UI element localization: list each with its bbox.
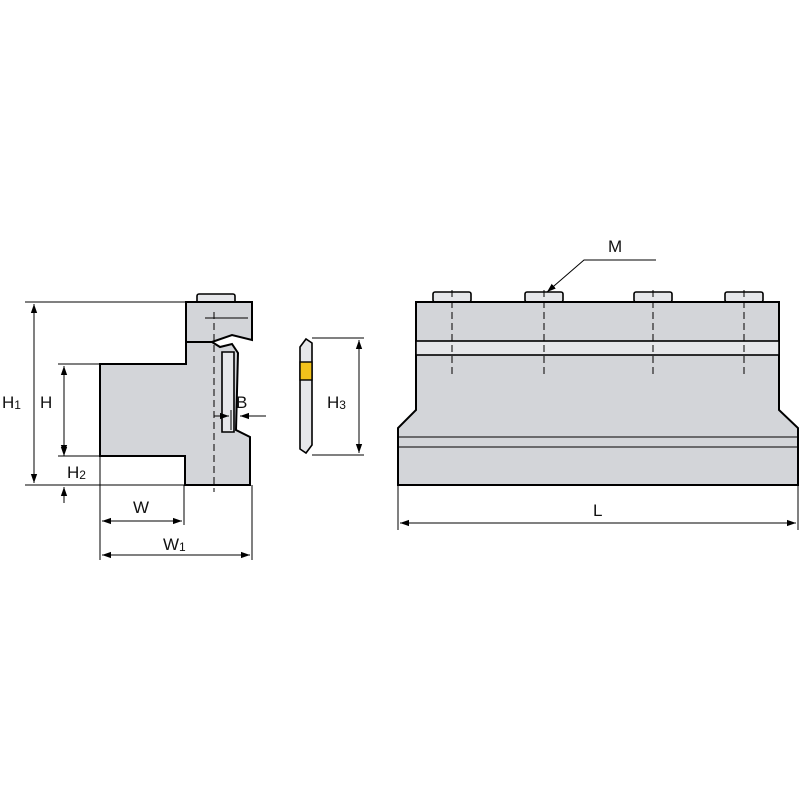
label-h1: H1 (2, 393, 21, 412)
blade-body (299, 337, 313, 455)
parting-blade: H3 (299, 337, 364, 456)
front-body (397, 301, 799, 486)
label-h3: H3 (327, 393, 346, 412)
label-h2: H2 (67, 463, 86, 482)
front-view: L M (397, 237, 799, 530)
label-h: H (40, 393, 52, 412)
blade-holder-body (99, 341, 251, 486)
label-w1: W1 (163, 535, 186, 554)
front-groove-band (415, 340, 780, 356)
side-dimensions: H1 H H2 W W1 B (2, 301, 266, 560)
upper-clamp-jaw (185, 301, 253, 343)
m-leader-line (546, 259, 656, 293)
label-l: L (593, 501, 602, 520)
blade-slot (221, 351, 235, 433)
insert-tip (299, 361, 313, 381)
label-w: W (133, 498, 149, 517)
side-view (99, 293, 253, 492)
label-m: M (608, 237, 622, 256)
label-b: B (236, 393, 247, 412)
